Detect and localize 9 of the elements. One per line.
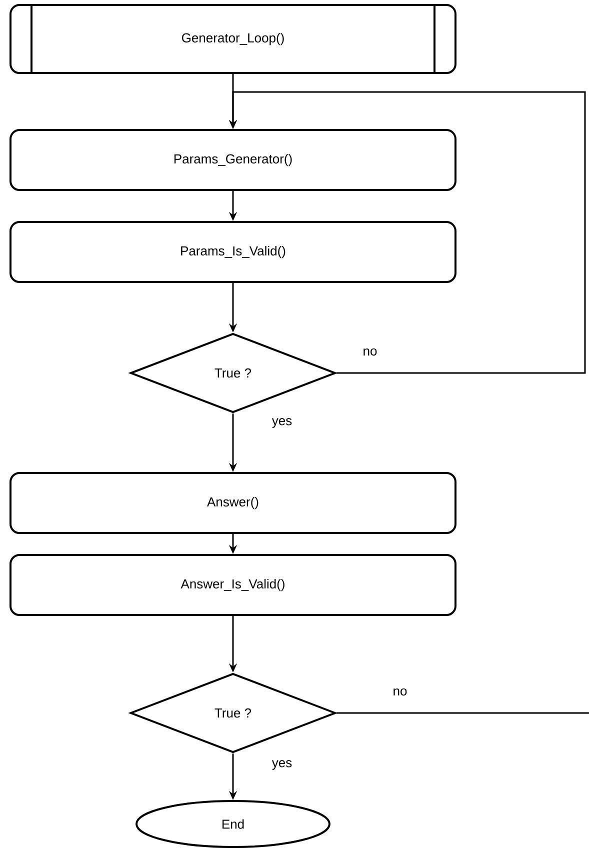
- edge-label: yes: [270, 417, 294, 429]
- process-box: Answer(): [10, 472, 456, 534]
- process-box: Params_Generator(): [10, 129, 456, 191]
- subroutine-box: Generator_Loop(): [10, 4, 456, 74]
- process-box: Params_Is_Valid(): [10, 221, 456, 283]
- edge-label: no: [392, 687, 408, 697]
- edge-label: no: [362, 347, 378, 357]
- process-box: Answer_Is_Valid(): [10, 554, 456, 616]
- edge-label: yes: [270, 759, 294, 771]
